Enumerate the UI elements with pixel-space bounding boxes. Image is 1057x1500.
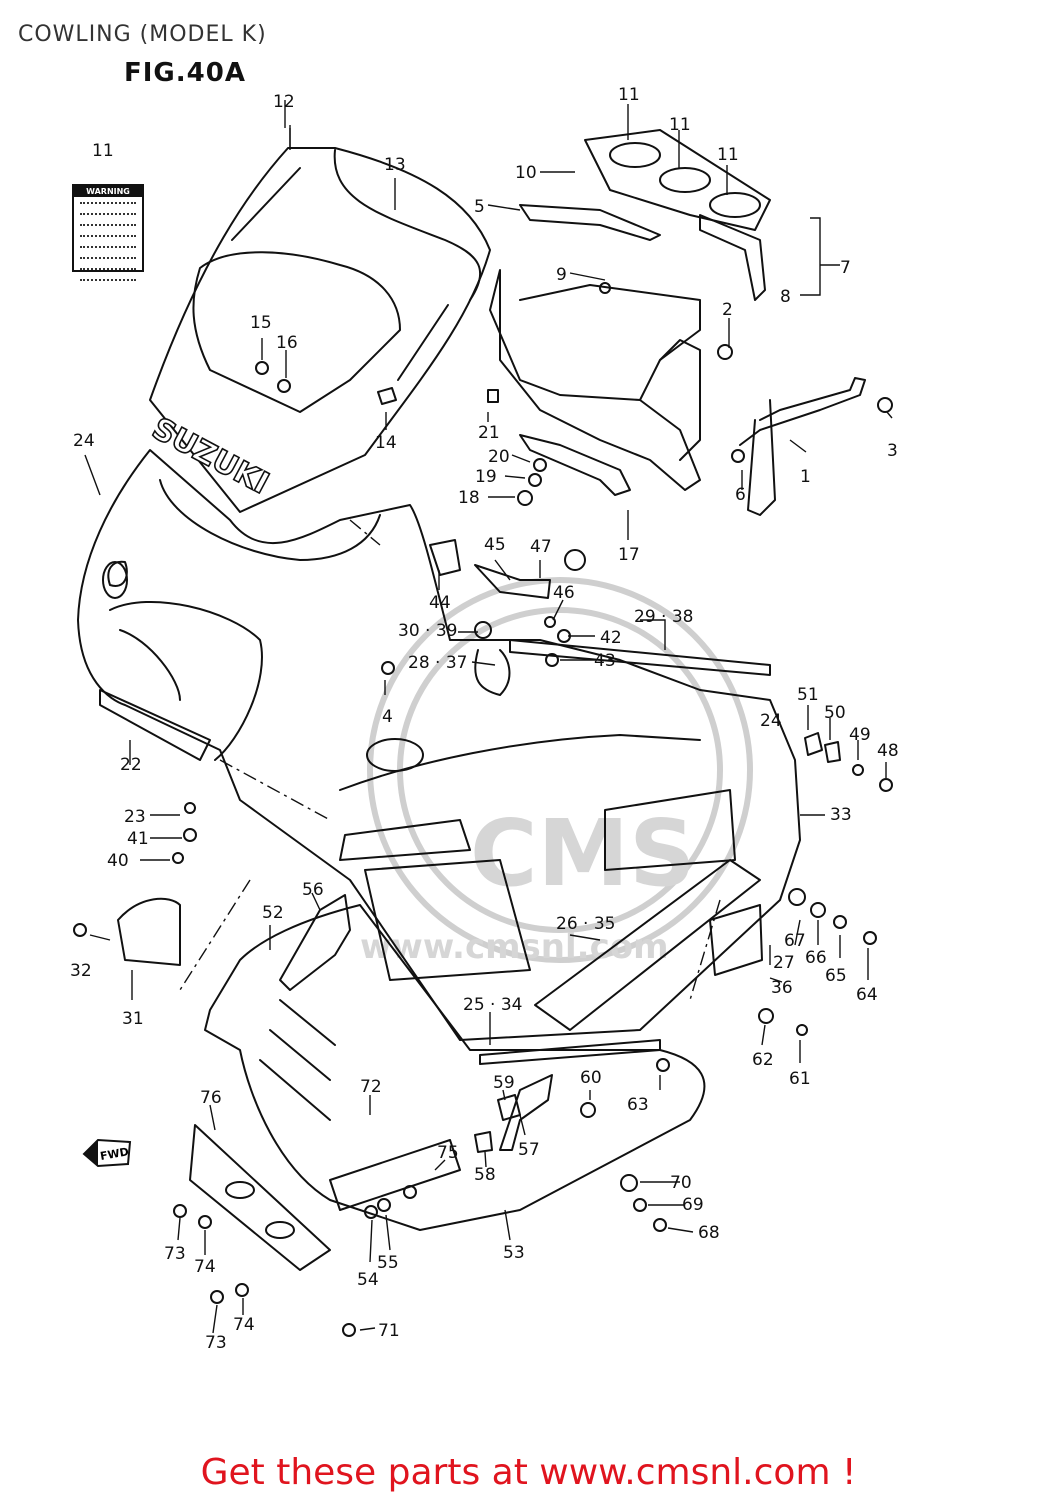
part-callout-p24b: 24 [760, 711, 782, 731]
part-callout-p1: 1 [800, 467, 811, 487]
part-callout-p67: 67 [784, 931, 806, 951]
part-callout-p40: 40 [107, 851, 129, 871]
leader-lines [84, 104, 893, 1334]
warning-label-sticker: WARNING [72, 184, 144, 281]
part-labels: 1234567891011111111121314151617181920212… [70, 85, 899, 1353]
part-callout-p63: 63 [627, 1095, 649, 1115]
part-callout-p65: 65 [825, 966, 847, 986]
forward-direction-arrow: FWD [82, 1138, 132, 1168]
part-callout-p62: 62 [752, 1050, 774, 1070]
part-callout-p17: 17 [618, 545, 640, 565]
part-callout-p3: 3 [887, 441, 898, 461]
figure-label: FIG.40A [124, 58, 246, 88]
watermark-url-text: www.cmsnl.com [360, 927, 669, 967]
part-callout-p53: 53 [503, 1243, 525, 1263]
part-callout-p13: 13 [384, 155, 406, 175]
suzuki-logo: SUZUKI [146, 411, 274, 501]
part-callout-p74b: 74 [233, 1315, 255, 1335]
part-callout-p66: 66 [805, 948, 827, 968]
part-callout-p11a: 11 [618, 85, 640, 105]
lower-cowl [189, 904, 706, 1271]
part-callout-p55: 55 [377, 1253, 399, 1273]
part-callout-p11d: 11 [92, 141, 114, 161]
watermark: CMS www.cmsnl.com [360, 577, 753, 967]
part-callout-p20: 20 [488, 447, 510, 467]
part-callout-p10: 10 [515, 163, 537, 183]
part-callout-p27: 27 [773, 953, 795, 973]
part-callout-p14: 14 [375, 433, 397, 453]
part-callout-p33: 33 [830, 805, 852, 825]
part-callout-p28: 28 · 37 [408, 653, 467, 673]
part-callout-p51: 51 [797, 685, 819, 705]
cowl-stay-bracket [489, 129, 866, 516]
part-callout-p54: 54 [357, 1270, 379, 1290]
part-callout-p36: 36 [771, 978, 793, 998]
watermark-logo-text: CMS [470, 800, 695, 907]
part-callout-p48: 48 [877, 741, 899, 761]
footer-link[interactable]: Get these parts at www.cmsnl.com ! [200, 1452, 857, 1493]
part-callout-p26: 26 · 35 [556, 914, 615, 934]
part-callout-p49: 49 [849, 725, 871, 745]
part-callout-p31: 31 [122, 1009, 144, 1029]
part-callout-p75: 75 [437, 1143, 459, 1163]
part-callout-p44: 44 [429, 593, 451, 613]
part-callout-p11b: 11 [669, 115, 691, 135]
part-callout-p58: 58 [474, 1165, 496, 1185]
part-callout-p9: 9 [556, 265, 567, 285]
part-callout-p72: 72 [360, 1077, 382, 1097]
part-callout-p19: 19 [475, 467, 497, 487]
part-callout-p57: 57 [518, 1140, 540, 1160]
part-callout-p32: 32 [70, 961, 92, 981]
part-callout-p15: 15 [250, 313, 272, 333]
part-callout-p59: 59 [493, 1073, 515, 1093]
part-callout-p2: 2 [722, 300, 733, 320]
part-callout-p22: 22 [120, 755, 142, 775]
decals [479, 639, 771, 1065]
part-callout-p6: 6 [735, 485, 746, 505]
warning-header: WARNING [74, 186, 142, 197]
part-callout-p69: 69 [682, 1195, 704, 1215]
part-callout-p70: 70 [670, 1173, 692, 1193]
part-callout-p64: 64 [856, 985, 878, 1005]
part-callout-p11c: 11 [717, 145, 739, 165]
part-callout-p71: 71 [378, 1321, 400, 1341]
part-callout-p52: 52 [262, 903, 284, 923]
part-callout-p73b: 73 [205, 1333, 227, 1353]
part-callout-p45: 45 [484, 535, 506, 555]
page-title: COWLING (MODEL K) [18, 22, 267, 47]
part-callout-p46: 46 [553, 583, 575, 603]
part-callout-p68: 68 [698, 1223, 720, 1243]
part-callout-p60: 60 [580, 1068, 602, 1088]
part-callout-p16: 16 [276, 333, 298, 353]
part-callout-p29: 29 · 38 [634, 607, 693, 627]
part-callout-p56: 56 [302, 880, 324, 900]
part-callout-p74a: 74 [194, 1257, 216, 1277]
part-callout-p21: 21 [478, 423, 500, 443]
part-callout-p61: 61 [789, 1069, 811, 1089]
part-callout-p23: 23 [124, 807, 146, 827]
part-callout-p47: 47 [530, 537, 552, 557]
part-callout-p4: 4 [382, 707, 393, 727]
part-callout-p5: 5 [474, 197, 485, 217]
part-callout-p50: 50 [824, 703, 846, 723]
part-callout-p30: 30 · 39 [398, 621, 457, 641]
part-callout-p12: 12 [273, 92, 295, 112]
part-callout-p24: 24 [73, 431, 95, 451]
part-callout-p73a: 73 [164, 1244, 186, 1264]
part-callout-p41: 41 [127, 829, 149, 849]
part-callout-p43: 43 [594, 651, 616, 671]
part-callout-p25: 25 · 34 [463, 995, 522, 1015]
part-callout-p8: 8 [780, 287, 791, 307]
windscreen: SUZUKI [145, 100, 491, 513]
part-callout-p7: 7 [840, 258, 851, 278]
upper-cowl [77, 449, 801, 1041]
part-callout-p18: 18 [458, 488, 480, 508]
part-callout-p76: 76 [200, 1088, 222, 1108]
fwd-text: FWD [99, 1145, 130, 1163]
part-callout-p42: 42 [600, 628, 622, 648]
